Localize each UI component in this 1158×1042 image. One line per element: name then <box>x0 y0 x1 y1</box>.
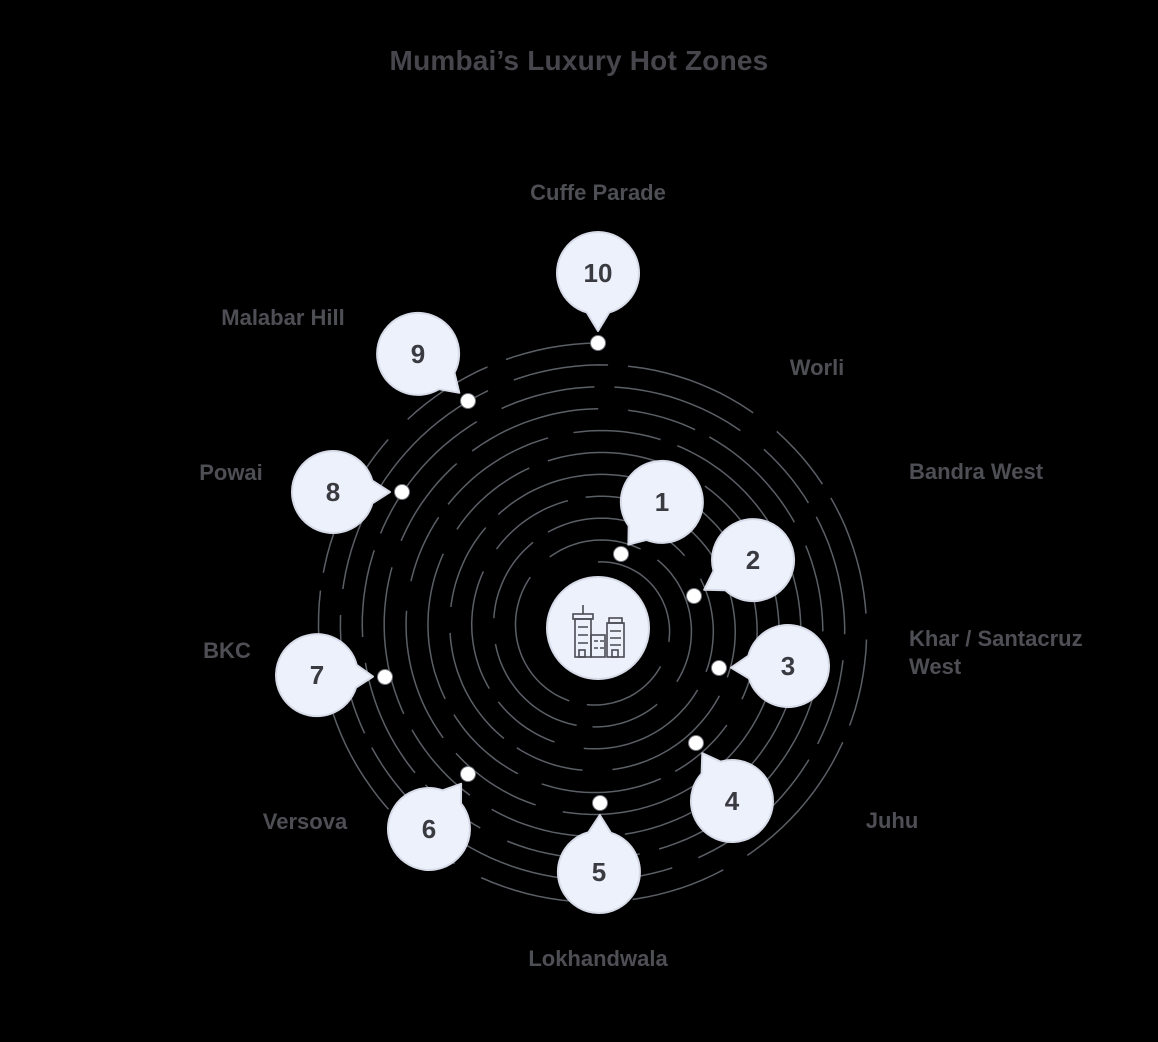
spiral-rings <box>317 335 868 903</box>
rank-bubbles: 1 2 3 4 5 6 7 8 9 10 <box>275 230 830 914</box>
bubble-number: 4 <box>725 786 740 816</box>
bubble-number: 3 <box>781 651 795 681</box>
spiral-dot-6 <box>460 766 476 782</box>
zone-label-worli: Worli <box>789 355 845 380</box>
center-hub <box>546 576 650 680</box>
zone-label-lokhandwala: Lokhandwala <box>528 946 668 971</box>
bubble-number: 2 <box>746 545 760 575</box>
spiral-dot-7 <box>377 669 393 685</box>
center-circle <box>546 576 650 680</box>
spiral-dot-9 <box>460 393 476 409</box>
rank-bubble-3 <box>730 624 830 709</box>
zone-label-versova: Versova <box>262 809 348 834</box>
zone-label-powai: Powai <box>199 460 263 485</box>
rank-bubble-4 <box>690 752 774 844</box>
spiral-dot-3 <box>711 660 727 676</box>
rank-bubble-8 <box>290 450 391 534</box>
spiral-dot-10 <box>590 335 606 351</box>
spiral-dot-2 <box>686 588 702 604</box>
zone-label-cuffe-parade: Cuffe Parade <box>530 180 666 205</box>
spiral-dot-4 <box>688 735 704 751</box>
rank-bubble-10 <box>556 230 640 332</box>
rank-bubble-9 <box>376 311 461 396</box>
zone-label-juhu: Juhu <box>865 808 919 833</box>
bubble-number: 7 <box>310 660 324 690</box>
zone-label-bandra-west: Bandra West <box>908 459 1044 484</box>
rank-bubble-6 <box>386 782 471 871</box>
rank-bubble-1 <box>619 459 704 546</box>
spiral-dot-5 <box>592 795 608 811</box>
zone-label-bkc: BKC <box>203 638 251 663</box>
bubble-number: 9 <box>411 339 425 369</box>
rank-bubble-5 <box>556 814 641 914</box>
spiral-line <box>317 342 868 903</box>
bubble-number: 5 <box>592 857 606 887</box>
bubble-number: 8 <box>326 477 340 507</box>
zone-label-khar-santacruz-west: Khar / Santacruz West <box>909 626 1083 679</box>
zone-label-malabar-hill: Malabar Hill <box>221 305 345 330</box>
city-buildings-icon <box>572 605 625 658</box>
rank-bubble-7 <box>275 633 374 718</box>
rank-bubble-2 <box>703 518 796 603</box>
bubble-number: 1 <box>655 487 669 517</box>
spiral-dot-1 <box>613 546 629 562</box>
bubble-number: 10 <box>584 258 613 288</box>
spiral-dot-8 <box>394 484 410 500</box>
diagram-title: Mumbai’s Luxury Hot Zones <box>389 45 769 76</box>
bubble-number: 6 <box>422 814 436 844</box>
